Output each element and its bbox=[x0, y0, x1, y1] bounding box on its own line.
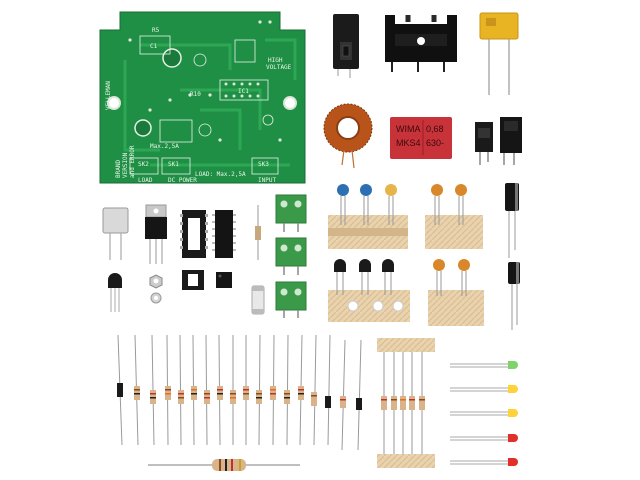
wima-value: 0,68 bbox=[426, 124, 444, 134]
pcb-max-label: Max.2,5A bbox=[150, 143, 179, 150]
led-yellow bbox=[450, 385, 518, 393]
resistor-bodies bbox=[117, 383, 362, 410]
washer-icon bbox=[150, 292, 162, 304]
electrolytic-capacitor bbox=[508, 262, 520, 330]
relay-icon bbox=[333, 14, 359, 78]
wima-voltage: 630- bbox=[426, 138, 444, 148]
pcb-bottom-left: LOAD bbox=[138, 177, 153, 184]
toroid-coil-icon bbox=[323, 103, 373, 169]
yellow-capacitor bbox=[479, 12, 519, 95]
pcb-board: VELLEMAN BRAND VERSION and ERROR R5 C1 R… bbox=[99, 11, 306, 184]
dc-jack bbox=[500, 117, 522, 165]
mounting-hole-icon bbox=[283, 96, 297, 110]
tape-strip-capacitors-orange bbox=[425, 184, 483, 249]
tape-strip-transistors bbox=[328, 259, 410, 322]
wima-series: MKS4 bbox=[396, 138, 421, 148]
pcb-model-line-2: VERSION bbox=[122, 152, 129, 178]
pcb-model-line-1: BRAND bbox=[115, 160, 122, 178]
tape-strip-capacitors-blue bbox=[328, 184, 408, 249]
fuse bbox=[251, 285, 265, 315]
mounting-hole-icon bbox=[107, 96, 121, 110]
pcb-label: SK3 bbox=[258, 161, 269, 168]
small-ic-chip bbox=[216, 272, 232, 288]
ic-socket bbox=[180, 210, 208, 258]
voltage-regulator bbox=[145, 204, 167, 264]
pcb-voltage-label: VOLTAGE bbox=[266, 64, 292, 71]
led-yellow bbox=[450, 409, 518, 417]
ic-chip bbox=[212, 210, 236, 258]
terminal-block bbox=[275, 237, 307, 275]
terminal-block bbox=[275, 281, 307, 318]
led-red bbox=[450, 458, 518, 466]
pcb-label: IC1 bbox=[238, 88, 249, 95]
pcb-bottom-right: INPUT bbox=[258, 177, 276, 184]
pcb-label: R5 bbox=[152, 27, 160, 34]
wima-brand: WIMA bbox=[396, 124, 421, 134]
pcb-load-label: LOAD: Max.2,5A bbox=[195, 171, 246, 178]
pcb-label: R10 bbox=[190, 91, 201, 98]
transistor bbox=[108, 273, 122, 312]
electrolytic-capacitor bbox=[505, 183, 519, 258]
tape-strip-capacitors-orange-2 bbox=[428, 259, 484, 326]
pcb-high-label: HIGH bbox=[268, 57, 283, 64]
crystal-oscillator bbox=[102, 207, 129, 260]
pcb-label: C1 bbox=[150, 43, 158, 50]
small-ic-socket bbox=[182, 270, 204, 290]
pcb-brand: VELLEMAN bbox=[105, 81, 112, 110]
diode bbox=[255, 205, 261, 260]
terminal-block bbox=[275, 194, 307, 232]
pcb-label: SK1 bbox=[168, 161, 179, 168]
nut-icon bbox=[149, 274, 163, 289]
pcb-label: SK2 bbox=[138, 161, 149, 168]
dc-jack bbox=[475, 122, 493, 165]
horizontal-resistor bbox=[148, 459, 300, 471]
taped-resistors bbox=[377, 338, 435, 468]
led-red bbox=[450, 434, 518, 442]
pcb-model-line-3: and ERROR bbox=[129, 145, 136, 178]
led-green bbox=[450, 361, 518, 369]
heatsink-icon bbox=[385, 15, 457, 72]
wima-capacitor: WIMA MKS4 0,68 630- bbox=[390, 117, 452, 159]
pcb-bottom-mid: DC POWER bbox=[168, 177, 197, 184]
